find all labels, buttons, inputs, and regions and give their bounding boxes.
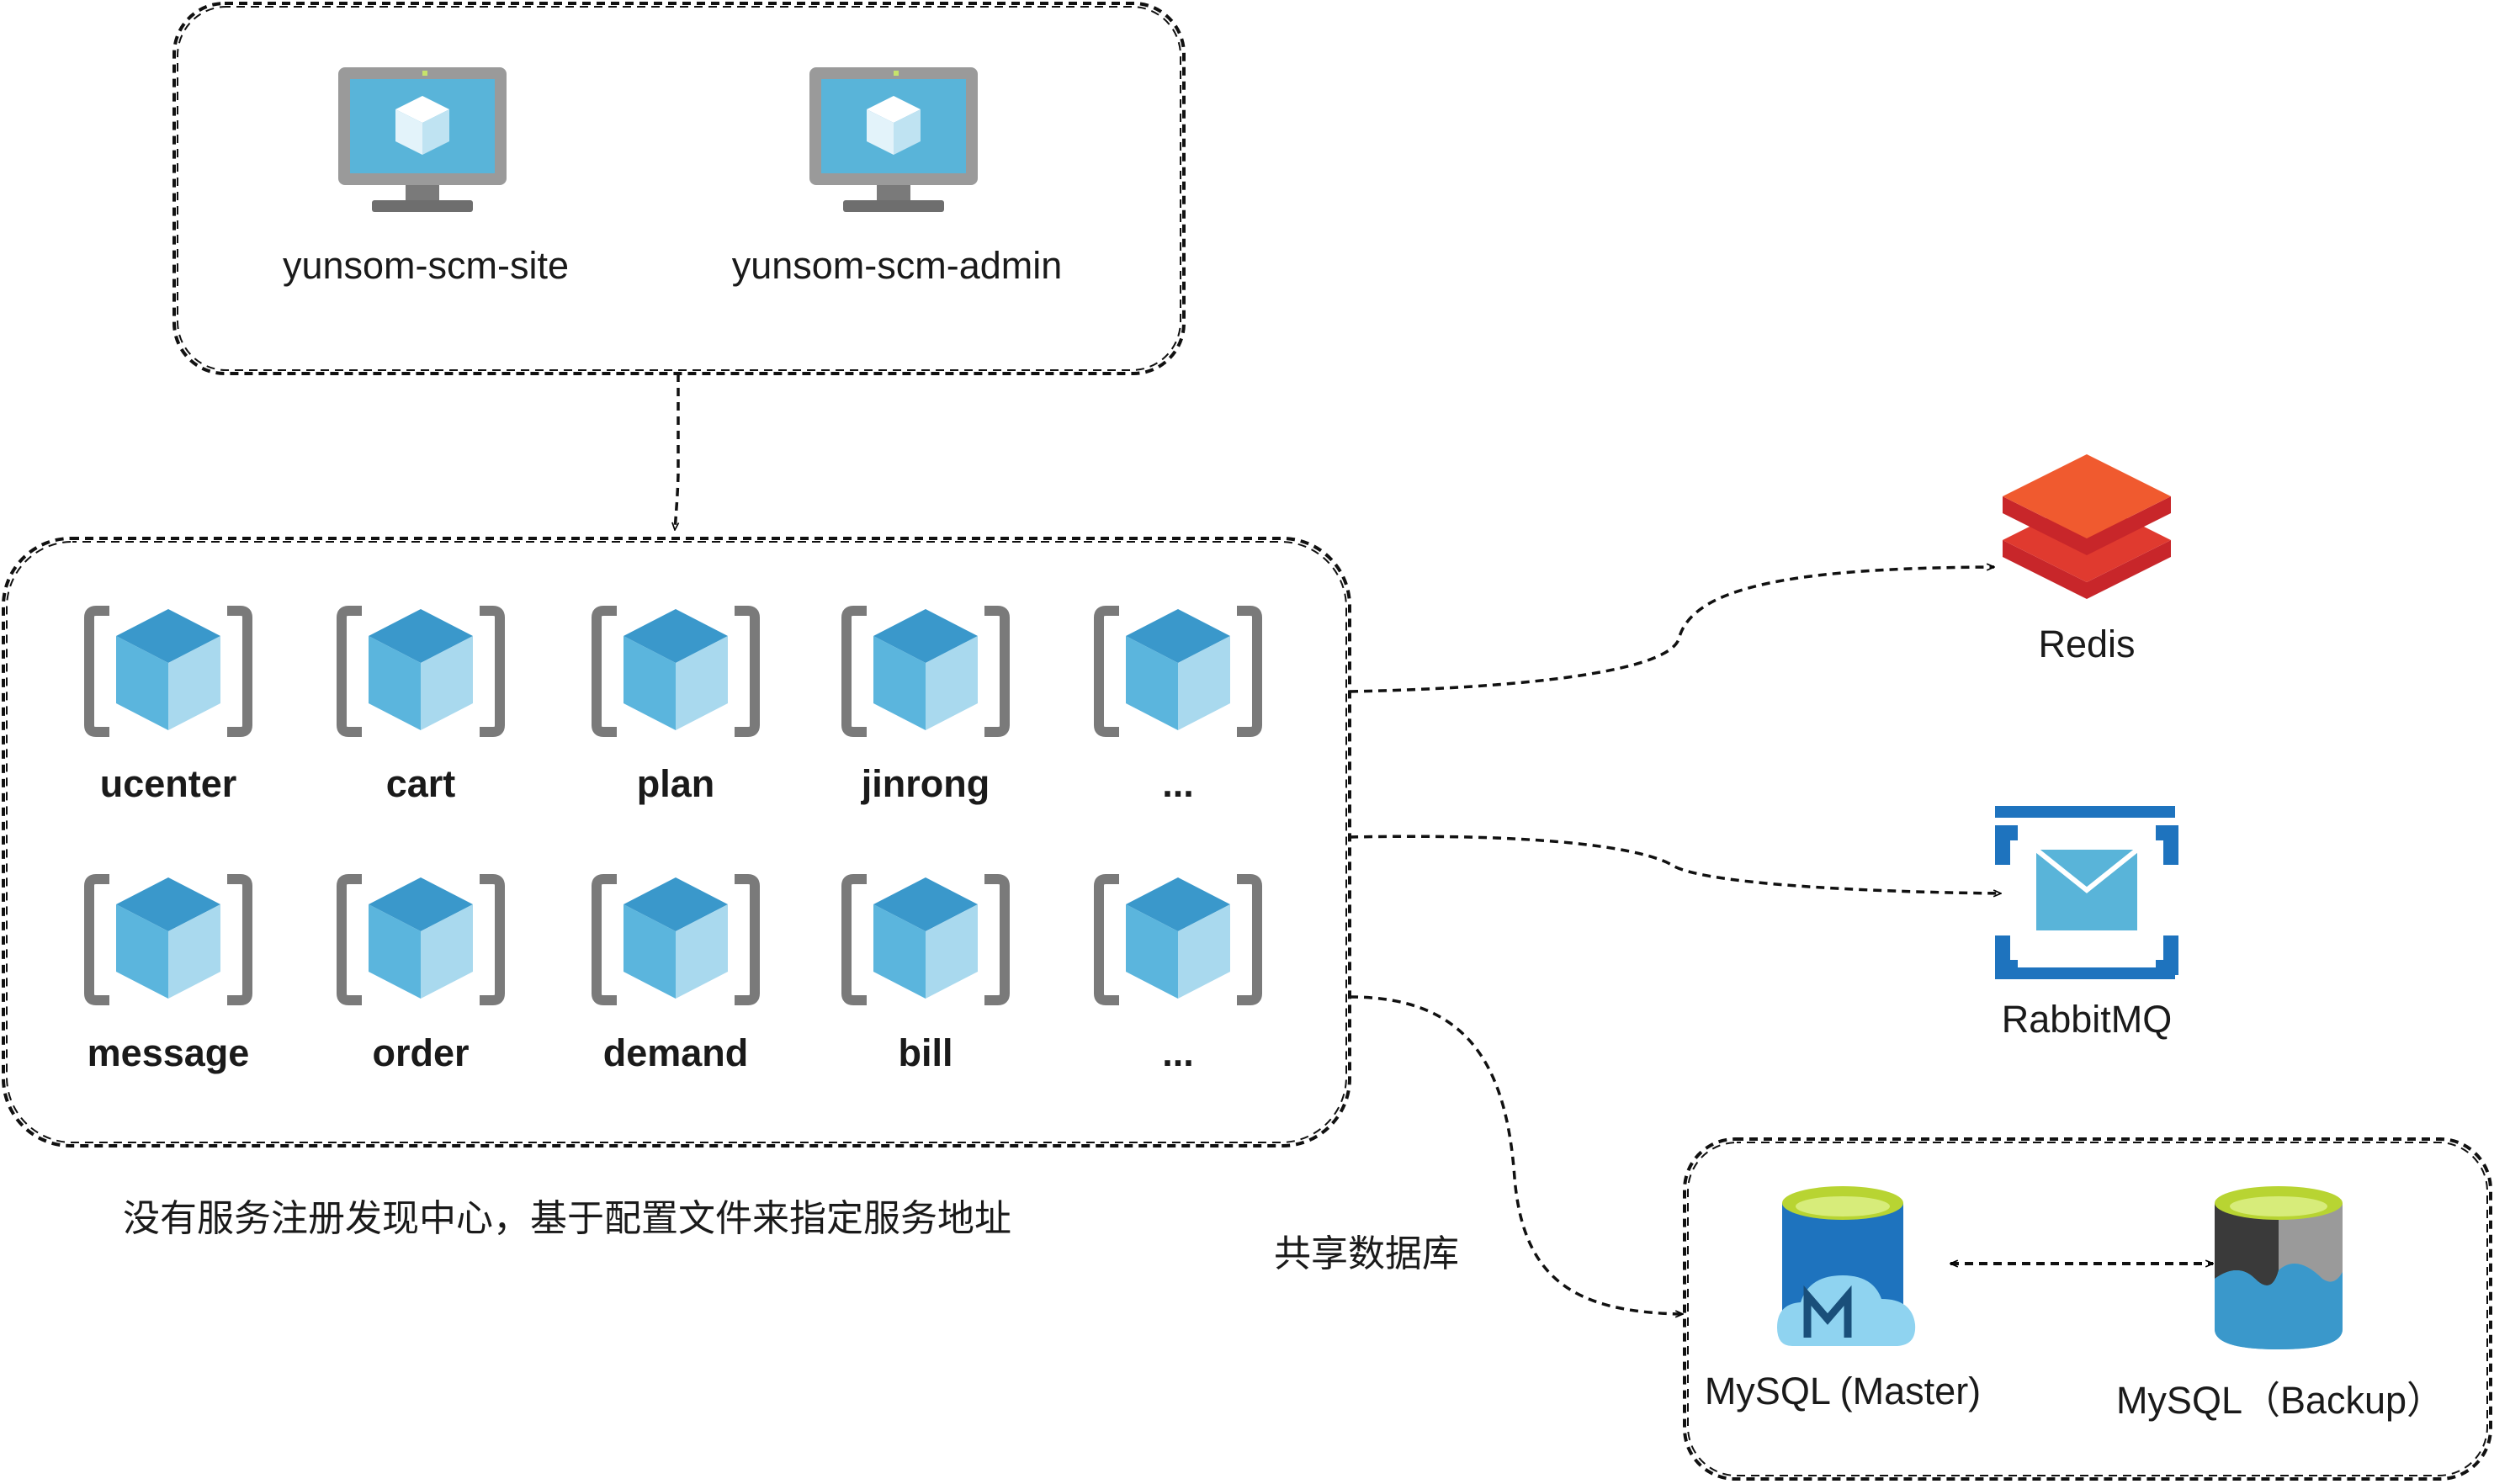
mysql-master-label: MySQL (Master) [1704, 1370, 1982, 1412]
service-label: jinrong [861, 762, 990, 805]
service-label: plan [636, 762, 715, 805]
app-label-admin: yunsom-scm-admin [731, 244, 1063, 287]
services-group-box [2, 537, 1351, 1147]
service-label: ucenter [99, 762, 237, 805]
mysql-cloud-db-icon [1777, 1186, 1916, 1346]
container-cube-icon [846, 877, 1005, 1000]
service-label: ... [1162, 762, 1194, 805]
database-backup-icon [2215, 1186, 2343, 1349]
container-cube-icon [1099, 609, 1257, 732]
services-to-database-arrow [1349, 995, 1683, 1314]
rabbitmq-label: RabbitMQ [2001, 998, 2173, 1041]
service-label: demand [602, 1031, 749, 1074]
container-cube-icon [342, 877, 500, 1000]
container-cube-icon [89, 609, 247, 732]
mysql-backup-label: MySQL（Backup） [2115, 1379, 2445, 1422]
redis-label: Redis [2038, 623, 2136, 665]
service-label: cart [385, 762, 456, 805]
services-to-rabbitmq-arrow [1349, 835, 2001, 893]
service-label: order [372, 1031, 470, 1074]
services-to-redis-arrow [1349, 567, 1994, 693]
container-cube-icon [597, 877, 755, 1000]
service-label: message [87, 1031, 250, 1074]
monitor-cube-icon [338, 67, 507, 212]
container-cube-icon [597, 609, 755, 732]
frontend-to-services-arrow [675, 374, 680, 530]
service-label: ... [1162, 1031, 1194, 1074]
message-queue-icon [1995, 806, 2178, 979]
service-label: bill [898, 1031, 953, 1074]
container-cube-icon [342, 609, 500, 732]
app-label-site: yunsom-scm-site [282, 244, 570, 287]
container-cube-icon [89, 877, 247, 1000]
frontend-group-box [172, 2, 1186, 375]
services-note: 没有服务注册发现中心，基于配置文件来指定服务地址 [123, 1197, 1011, 1240]
shared-db-label: 共享数据库 [1274, 1232, 1459, 1275]
database-group-box [1683, 1137, 2492, 1481]
redis-icon [2003, 454, 2171, 599]
container-cube-icon [846, 609, 1005, 732]
monitor-cube-icon [809, 67, 978, 212]
container-cube-icon [1099, 877, 1257, 1000]
